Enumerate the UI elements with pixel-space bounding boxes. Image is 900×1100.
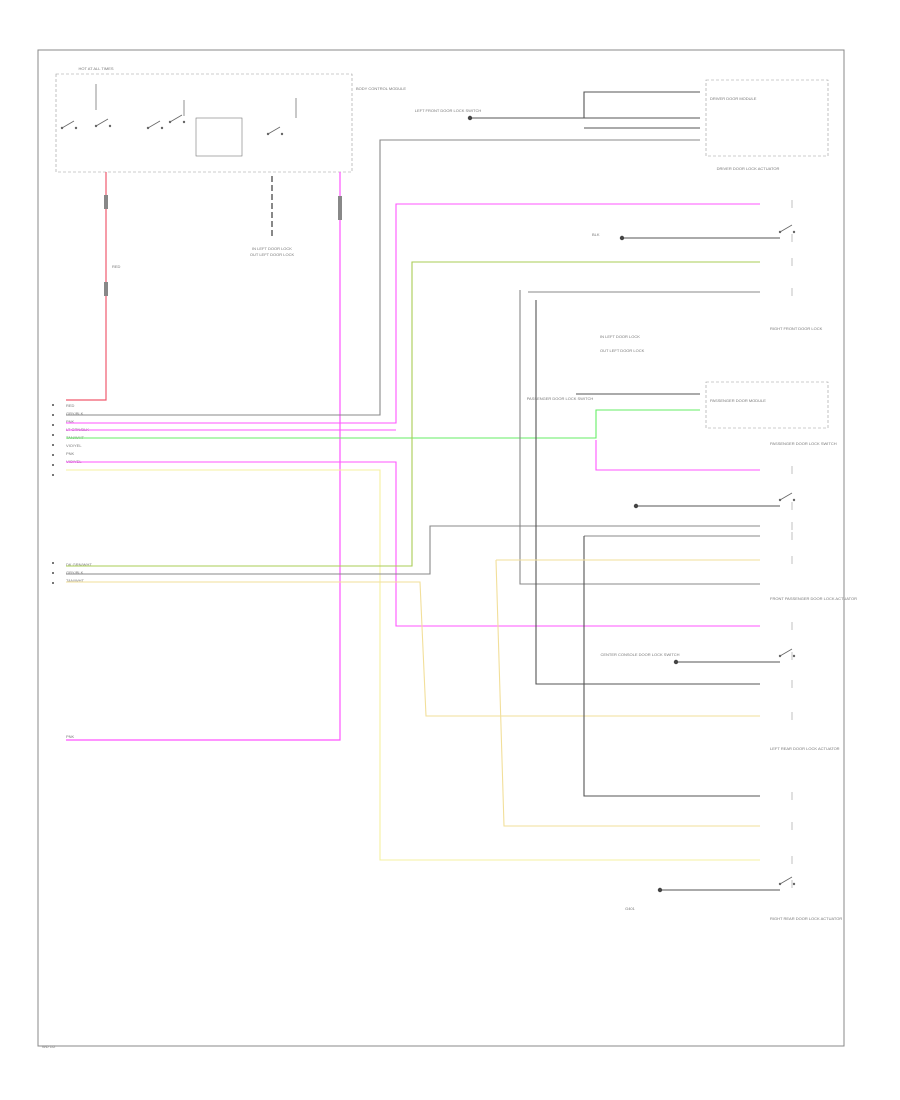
inline-connector xyxy=(338,196,342,220)
left-wire-label: PNK xyxy=(66,419,75,424)
rf-lock-switch-arm xyxy=(779,492,793,501)
inline-connector xyxy=(104,195,108,209)
diagram-border xyxy=(37,49,845,1047)
module-label: BODY CONTROL MODULE xyxy=(356,86,406,91)
wire-red-feed xyxy=(66,172,107,401)
wire-dark-console xyxy=(535,300,760,685)
wire-olive-to-driver xyxy=(66,261,760,567)
pass-lock-label: PASSENGER DOOR LOCK SWITCH xyxy=(527,396,594,401)
left-connector-pin xyxy=(52,414,54,416)
left-connector-pin xyxy=(52,454,54,456)
left-connector-pin xyxy=(52,444,54,446)
left-wire-label: GRY/BLK xyxy=(66,411,84,416)
driver-lock-label: DRIVER DOOR LOCK ACTUATOR xyxy=(717,166,780,171)
inline-connector xyxy=(104,282,108,296)
wire-dark-driver xyxy=(470,91,700,119)
power-switch-label-2: OUT LEFT DOOR LOCK xyxy=(250,252,295,257)
console-switch-arm xyxy=(779,648,793,657)
rr-lock-switch-contact xyxy=(792,882,796,886)
relay-switch-2-contact xyxy=(108,124,112,128)
left-wire-label: RED xyxy=(66,403,75,408)
left-connector-pin xyxy=(52,572,54,574)
relay-switch-1-contact xyxy=(74,126,78,130)
driver-door-module-box xyxy=(705,79,829,157)
wire-green-to-pass xyxy=(66,409,700,439)
passenger-module-box xyxy=(705,381,829,429)
ground-point xyxy=(467,115,473,121)
wire-gray-to-rf xyxy=(66,525,760,575)
pass-lock-label-2: PASSENGER DOOR LOCK SWITCH xyxy=(770,441,837,446)
rf-lock-switch-contact xyxy=(792,498,796,502)
lock-status-1: IN LEFT DOOR LOCK xyxy=(600,334,640,339)
fuse-box-label: HOT AT ALL TIMES xyxy=(78,66,113,71)
relay-switch-3-contact xyxy=(160,126,164,130)
driver-lock-switch-contact xyxy=(792,230,796,234)
ground-point xyxy=(657,887,663,893)
relay-switch-4-contact xyxy=(182,120,186,124)
left-connector-pin xyxy=(52,464,54,466)
wire-label-blk: BLK xyxy=(592,232,600,237)
left-connector-pin xyxy=(52,404,54,406)
left-connector-pin xyxy=(52,434,54,436)
left-connector-pin xyxy=(52,424,54,426)
rr-lock-switch-arm xyxy=(779,876,793,885)
wire-tan-lr xyxy=(495,559,760,827)
lock-status-2: OUT LEFT DOOR LOCK xyxy=(600,348,645,353)
pass-module-label: PASSENGER DOOR MODULE xyxy=(710,398,766,403)
wire-pink-pass xyxy=(595,440,760,471)
wire-tan-to-lr xyxy=(66,581,760,717)
driver-lock-switch-arm xyxy=(779,224,793,233)
left-connector-pin xyxy=(52,474,54,476)
lf-switch-label: LEFT FRONT DOOR LOCK SWITCH xyxy=(415,108,482,113)
wire-label-red: RED xyxy=(112,264,121,269)
wire-dark-lr xyxy=(583,536,760,797)
left-wire-label: VIO/YEL xyxy=(66,443,82,448)
left-wire-label: PNK xyxy=(66,451,75,456)
rr-label: RIGHT REAR DOOR LOCK ACTUATOR xyxy=(770,916,842,921)
power-switch-label-1: IN LEFT DOOR LOCK xyxy=(252,246,292,251)
left-wire-label: DK GRN/WHT xyxy=(66,562,92,567)
relay-switch-1-arm xyxy=(61,120,75,129)
ground-point xyxy=(673,659,679,665)
ground-point xyxy=(619,235,625,241)
front-pass-label: FRONT PASSENGER DOOR LOCK ACTUATOR xyxy=(770,596,857,601)
left-connector-pin xyxy=(52,582,54,584)
wire-pink-to-lock xyxy=(66,203,760,424)
lr-label: LEFT REAR DOOR LOCK ACTUATOR xyxy=(770,746,840,751)
wire-gray-trunk xyxy=(519,290,760,585)
relay-switch-4-arm xyxy=(169,114,183,123)
rf-label: RIGHT FRONT DOOR LOCK xyxy=(770,326,823,331)
relay-box xyxy=(195,117,243,157)
console-switch-contact xyxy=(792,654,796,658)
relay-switch-2-arm xyxy=(95,118,109,127)
console-label: CENTER CONSOLE DOOR LOCK SWITCH xyxy=(600,652,679,657)
wire-pink-feed xyxy=(66,172,341,741)
power-switch-arm xyxy=(267,126,281,135)
power-switch-contact xyxy=(280,132,284,136)
wire-yellow-to-rr xyxy=(66,469,760,861)
wire-pink-to-rf xyxy=(66,461,760,627)
ground-point xyxy=(633,503,639,509)
left-wire-label: PNK xyxy=(66,734,75,739)
left-wire-label: GRY/BLK xyxy=(66,570,84,575)
relay-switch-3-arm xyxy=(147,120,161,129)
driver-module-label: DRIVER DOOR MODULE xyxy=(710,96,757,101)
left-connector-pin xyxy=(52,562,54,564)
wire-gray-to-driver xyxy=(66,139,700,416)
left-wire-label: TAN/WHT xyxy=(66,578,84,583)
page-footer: WD 1/2 xyxy=(42,1044,56,1049)
rear-ground-label: G401 xyxy=(625,906,636,911)
fuse-box-outline xyxy=(55,73,353,173)
